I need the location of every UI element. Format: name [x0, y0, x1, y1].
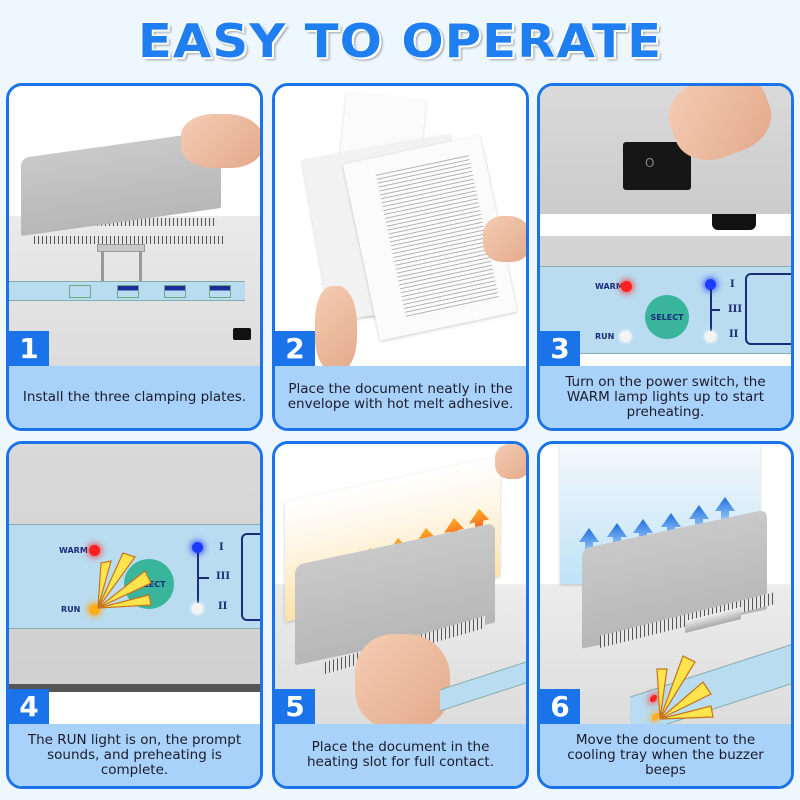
slider-handle — [97, 244, 145, 252]
hand — [181, 114, 260, 168]
step-card-1: 1 Install the three clamping plates. — [6, 83, 263, 431]
control-panel: WARM RUN SELECT I III II — [9, 524, 260, 629]
step-caption: Install the three clamping plates. — [9, 366, 260, 428]
step-card-3: O WARM RUN SELECT I III II 3 Turn on the… — [537, 83, 794, 431]
run-led — [89, 604, 100, 615]
mode-label-2: II — [218, 601, 228, 612]
warm-led — [621, 281, 632, 292]
warm-label: WARM — [595, 282, 624, 291]
buzzer-sound-icon — [97, 552, 152, 609]
hand — [315, 286, 357, 371]
warm-led — [89, 545, 100, 556]
step-image — [275, 444, 526, 729]
power-switch: O — [623, 142, 691, 190]
mode-led-2 — [192, 603, 203, 614]
rail — [101, 252, 104, 282]
step-card-2: 2 Place the document neatly in the envel… — [272, 83, 529, 431]
step-number-badge: 5 — [275, 689, 315, 724]
step-caption: Place the document neatly in the envelop… — [275, 366, 526, 428]
cooling-arrows-icon — [579, 497, 735, 559]
mode-label-3: III — [728, 304, 743, 315]
step-card-4: WARM RUN SELECT I III II 4 The RUN light… — [6, 441, 263, 789]
rail — [139, 252, 142, 282]
step-image — [9, 86, 260, 371]
mode-led-1 — [705, 279, 716, 290]
heating-slot-vents — [34, 236, 224, 244]
run-label: RUN — [61, 605, 81, 614]
control-panel — [9, 281, 245, 301]
step-card-6: 6 Move the document to the cooling tray … — [537, 441, 794, 789]
step-image — [275, 86, 526, 371]
step-number-badge: 6 — [540, 689, 580, 724]
run-label: RUN — [595, 332, 615, 341]
run-led — [620, 331, 631, 342]
step-caption: Move the document to the cooling tray wh… — [540, 724, 791, 786]
step-caption: Place the document in the heating slot f… — [275, 724, 526, 786]
step-caption: Turn on the power switch, the WARM lamp … — [540, 366, 791, 428]
mode-label-3: III — [216, 571, 231, 582]
control-panel: WARM RUN SELECT I III II — [540, 266, 791, 354]
mode-label-1: I — [730, 279, 735, 290]
warm-label: WARM — [59, 546, 88, 555]
step-image: O WARM RUN SELECT I III II — [540, 86, 791, 371]
switch-off-mark: O — [645, 156, 655, 170]
machine-foot — [712, 214, 756, 230]
step-card-5: 5 Place the document in the heating slot… — [272, 441, 529, 789]
step-number-badge: 3 — [540, 331, 580, 366]
mode-led-1 — [192, 542, 203, 553]
power-switch — [233, 328, 251, 340]
step-number-badge: 4 — [9, 689, 49, 724]
step-number-badge: 2 — [275, 331, 315, 366]
step-caption: The RUN light is on, the prompt sounds, … — [9, 724, 260, 786]
hand — [495, 444, 526, 479]
mode-label-2: II — [729, 329, 739, 340]
mode-label-1: I — [219, 542, 224, 553]
step-number-badge: 1 — [9, 331, 49, 366]
step-image: WARM RUN SELECT I III II — [9, 444, 260, 729]
page-title: EASY TO OPERATE — [137, 14, 663, 68]
hand — [483, 216, 526, 262]
select-button: SELECT — [645, 295, 689, 339]
buzzer-sound-icon — [656, 655, 714, 720]
hand — [355, 634, 450, 729]
heating-slot-vents — [37, 218, 217, 226]
mode-led-2 — [705, 331, 716, 342]
step-image — [540, 444, 791, 729]
